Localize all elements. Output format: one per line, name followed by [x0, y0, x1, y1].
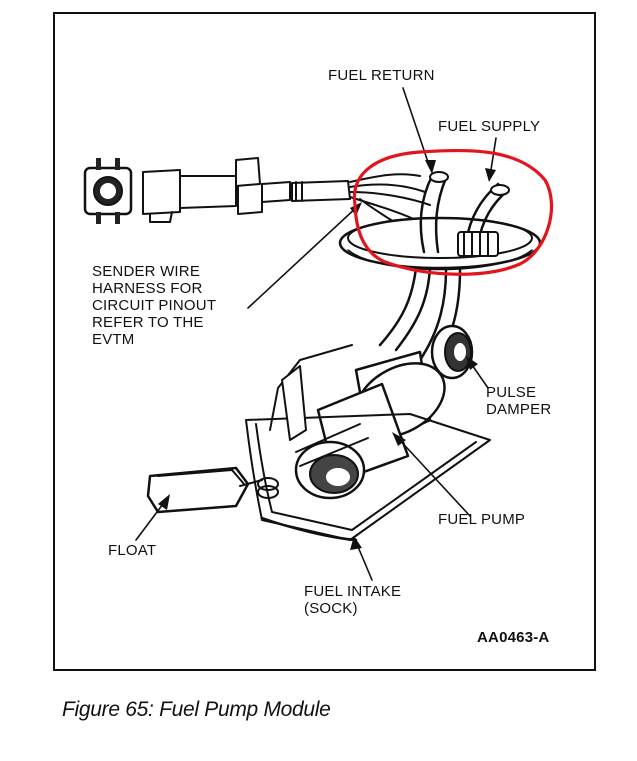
leader-float	[135, 499, 167, 541]
float	[146, 466, 279, 514]
label-sender-wire-harness: SENDER WIRE HARNESS FOR CIRCUIT PINOUT R…	[92, 263, 217, 348]
label-fuel-return: FUEL RETURN	[328, 67, 435, 84]
figure-id: AA0463-A	[477, 629, 550, 646]
leader-sender-wire	[247, 205, 359, 309]
label-pulse-damper: PULSE DAMPER	[486, 384, 552, 418]
leader-arrowheads	[158, 160, 496, 550]
reservoir-tray	[245, 365, 491, 541]
label-float: FLOAT	[108, 542, 157, 559]
fuel-intake-sock	[260, 516, 358, 542]
fuel-lines	[419, 171, 510, 257]
leader-fuel-pump	[395, 435, 471, 517]
label-fuel-pump: FUEL PUMP	[438, 511, 526, 528]
leader-fuel-return	[402, 87, 431, 169]
module-flange	[338, 216, 542, 271]
label-fuel-intake: FUEL INTAKE (SOCK)	[304, 583, 402, 617]
annotation-circle	[352, 148, 554, 276]
figure-frame	[53, 12, 596, 671]
label-fuel-supply: FUEL SUPPLY	[438, 118, 541, 135]
wire-harness	[291, 173, 431, 233]
electrical-connector	[83, 157, 291, 224]
figure-caption: Figure 65: Fuel Pump Module	[62, 698, 331, 721]
pulse-damper	[430, 324, 474, 380]
